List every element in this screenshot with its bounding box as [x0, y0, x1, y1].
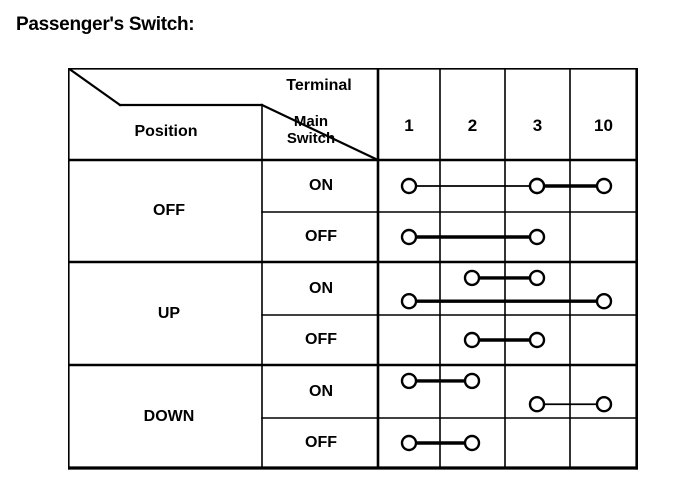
table-grid — [68, 68, 638, 470]
page-title: Passenger's Switch: — [16, 14, 195, 35]
switch-continuity-table: Terminal Position Main Switch 1 2 3 10 O… — [68, 68, 638, 471]
